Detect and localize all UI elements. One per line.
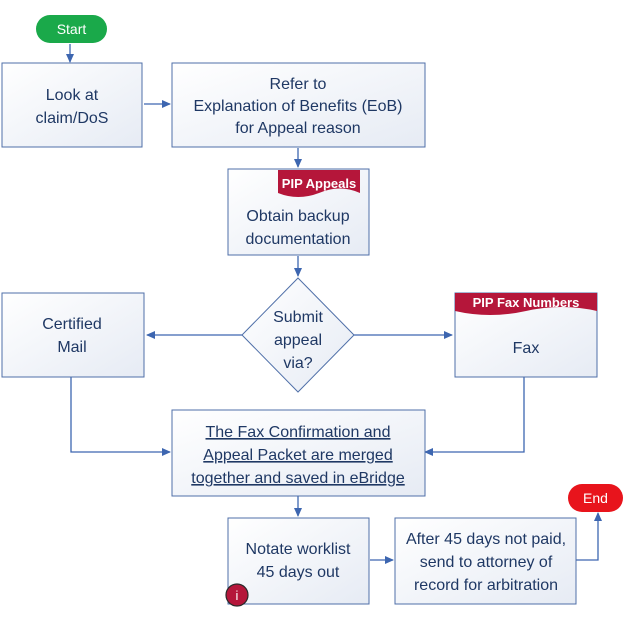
notate-line-2: 45 days out [257, 564, 340, 581]
look-line-1: Look at [46, 87, 99, 104]
after45-line-1: After 45 days not paid, [406, 531, 566, 548]
obtain-line-2: documentation [246, 231, 351, 248]
refer-line-3: for Appeal reason [235, 120, 360, 137]
notate-line-1: Notate worklist [246, 541, 351, 558]
look-line-2: claim/DoS [36, 110, 109, 127]
after45-line-3: record for arbitration [414, 577, 558, 594]
merge-line-3[interactable]: together and saved in eBridge [191, 470, 405, 487]
merge-line-2[interactable]: Appeal Packet are merged [203, 447, 392, 464]
notate-worklist-box: Notate worklist 45 days out [227, 517, 370, 605]
pip-fax-numbers-tag[interactable]: PIP Fax Numbers [455, 293, 597, 315]
connector-after45-end [576, 512, 602, 561]
certified-mail-box: Certified Mail [1, 292, 145, 378]
pip-appeals-label: PIP Appeals [282, 176, 356, 191]
obtain-line-1: Obtain backup [246, 208, 349, 225]
refer-line-1: Refer to [270, 76, 327, 93]
after-45-days-box: After 45 days not paid, send to attorney… [394, 517, 577, 605]
after45-line-2: send to attorney of [420, 554, 553, 571]
start-label: Start [57, 21, 87, 37]
merge-line-1[interactable]: The Fax Confirmation and [206, 424, 391, 441]
mail-line-1: Certified [42, 316, 102, 333]
refer-eob-box: Refer to Explanation of Benefits (EoB) f… [171, 62, 426, 148]
refer-line-2: Explanation of Benefits (EoB) [193, 98, 402, 115]
decision-line-2: appeal [274, 332, 322, 349]
connector-fax-merge [424, 377, 525, 456]
look-at-claim-box: Look at claim/DoS [1, 62, 143, 148]
merge-save-box: The Fax Confirmation and Appeal Packet a… [171, 409, 426, 497]
submit-decision-diamond: Submit appeal via? [241, 277, 355, 393]
fax-label: Fax [513, 340, 540, 357]
end-label: End [583, 490, 608, 506]
connector-mail-merge [70, 377, 171, 456]
info-badge-icon[interactable]: i [225, 583, 249, 607]
decision-line-1: Submit [273, 309, 323, 326]
info-badge-label: i [236, 588, 239, 603]
end-terminator: End [568, 484, 623, 512]
start-terminator: Start [36, 15, 107, 43]
decision-line-3: via? [283, 355, 312, 372]
pip-fax-label: PIP Fax Numbers [473, 295, 580, 310]
mail-line-2: Mail [57, 339, 86, 356]
pip-appeals-tag[interactable]: PIP Appeals [278, 170, 360, 197]
